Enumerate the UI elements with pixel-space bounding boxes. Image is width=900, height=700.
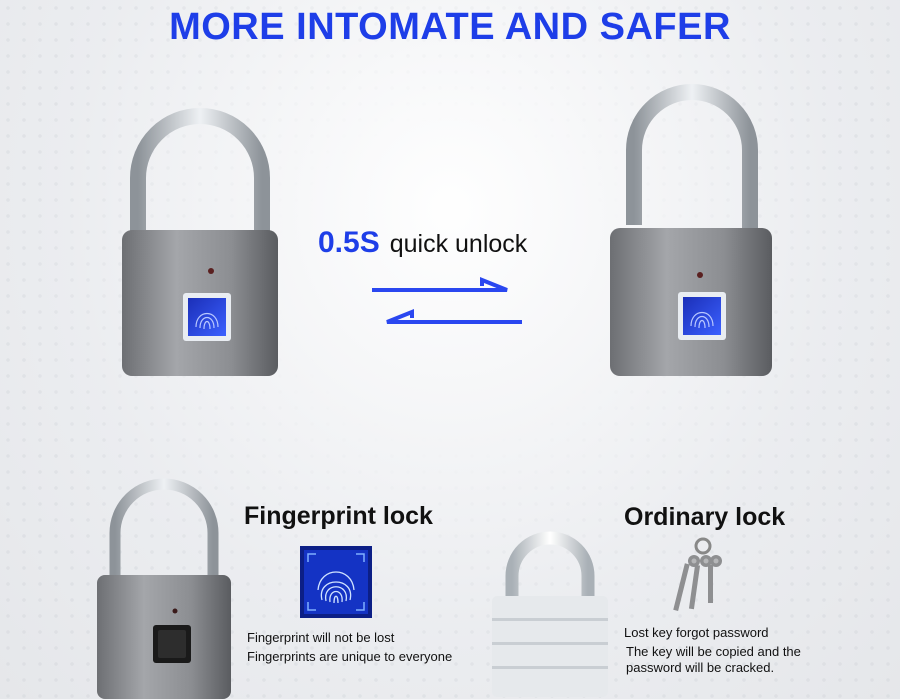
padlock-locked-icon — [122, 108, 278, 376]
padlock-unlocked-icon — [610, 84, 772, 376]
fingerprint-scan-icon — [300, 546, 372, 618]
ordinary-point-1: Lost key forgot password — [624, 625, 769, 640]
headline: MORE INTOMATE AND SAFER — [169, 6, 731, 48]
fingerprint-point-1: Fingerprint will not be lost — [247, 630, 395, 645]
ordinary-point-3: password will be cracked. — [626, 660, 775, 675]
unlock-time: 0.5S — [318, 226, 380, 259]
ordinary-point-2: The key will be copied and the — [626, 644, 801, 659]
fingerprint-lock-title: Fingerprint lock — [244, 502, 433, 530]
fingerprint-padlock-icon — [97, 478, 231, 699]
fingerprint-point-2: Fingerprints are unique to everyone — [247, 649, 453, 664]
quick-unlock-caption: 0.5S quick unlock — [318, 226, 527, 260]
ordinary-padlock-icon — [492, 531, 608, 697]
swap-arrows-icon — [372, 277, 522, 324]
keys-icon — [673, 537, 722, 612]
ordinary-lock-title: Ordinary lock — [624, 503, 786, 531]
unlock-label: quick unlock — [389, 230, 528, 258]
